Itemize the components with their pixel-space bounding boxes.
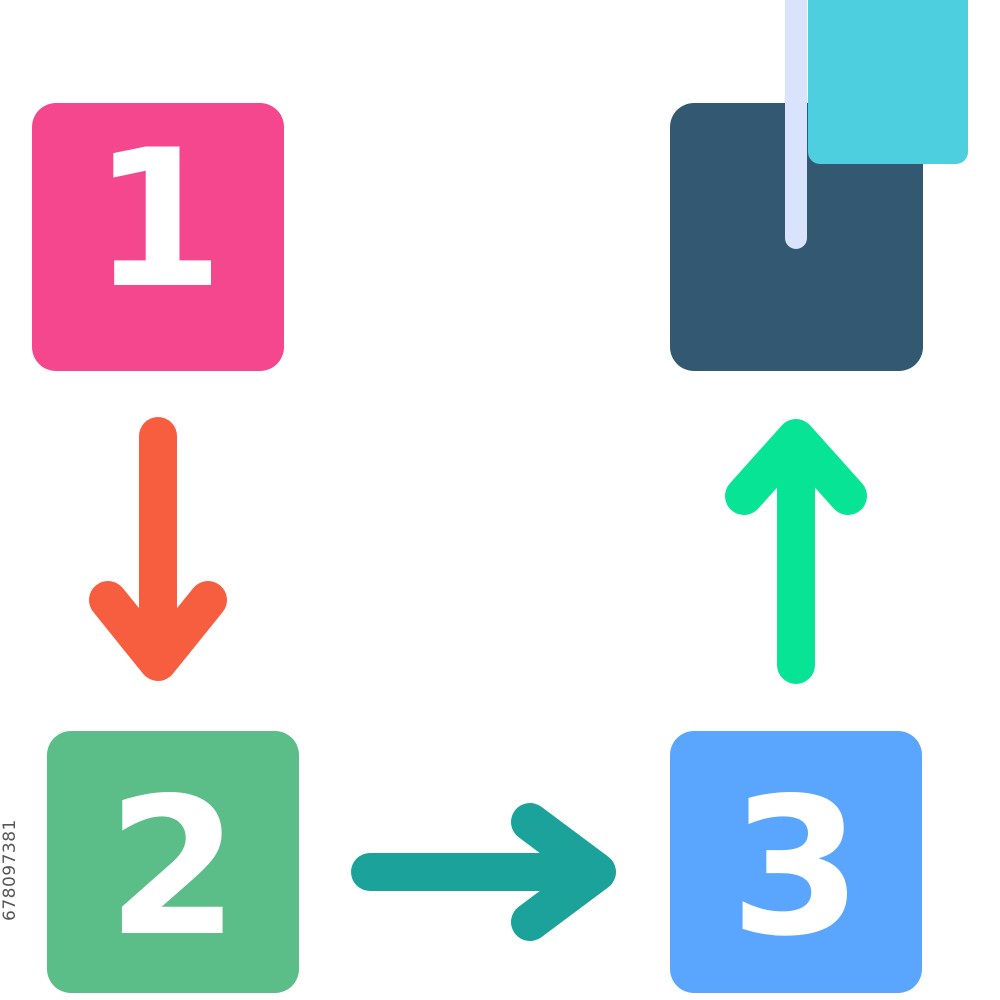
goal-flag-icon (670, 0, 968, 371)
step-1-number: 1 (92, 109, 224, 330)
step-2-background (47, 731, 299, 993)
step-1-box: 1 (32, 103, 284, 371)
step-2-box: 2 (47, 731, 299, 993)
arrow-up-icon (725, 419, 867, 684)
step-3-box: 3 (670, 731, 922, 993)
step-1-background (32, 103, 284, 371)
goal-flag (808, 0, 968, 164)
step-3-background (670, 731, 922, 993)
arrow-right-icon (351, 803, 616, 941)
stock-id-label: 678097381 (0, 819, 20, 921)
arrow-down-icon (89, 417, 227, 681)
step-2-number: 2 (107, 757, 239, 978)
step-3-number: 3 (730, 757, 862, 978)
